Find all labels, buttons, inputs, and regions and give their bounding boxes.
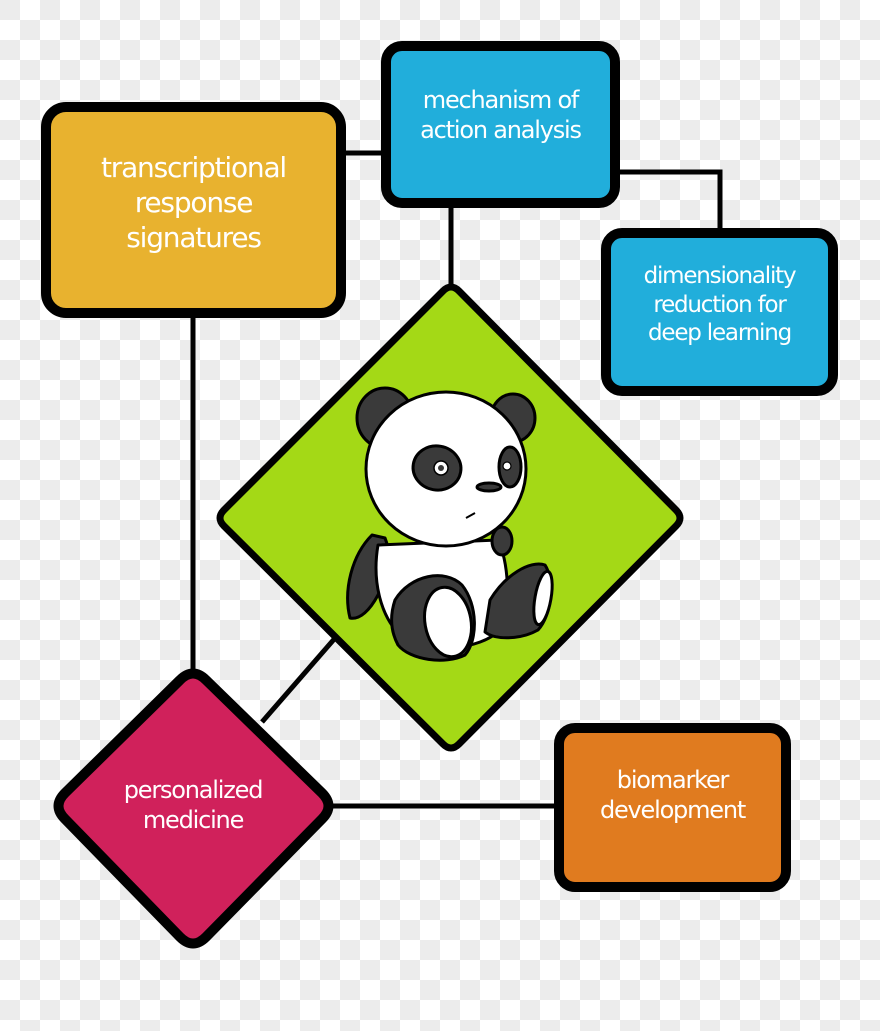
node-personalized-label: personalized medicine — [123, 776, 264, 834]
connector-panda-personalized — [260, 635, 338, 724]
node-dimensionality-box[interactable] — [601, 228, 838, 396]
node-biomarker-box[interactable] — [554, 723, 791, 892]
connector-mechanism-dimensionality — [614, 169, 723, 234]
node-transcriptional-box[interactable] — [41, 102, 346, 318]
node-transcriptional-label: transcriptional response signatures — [100, 150, 287, 254]
connectors — [190, 150, 723, 809]
node-personalized-diamond[interactable] — [53, 668, 334, 949]
node-mechanism-box[interactable] — [381, 41, 620, 208]
node-biomarker-label: biomarker development — [599, 766, 746, 824]
panda-icon — [346, 386, 554, 662]
node-mechanism-label: mechanism of action analysis — [420, 86, 582, 144]
node-dimensionality-label: dimensionality reduction for deep learni… — [643, 262, 797, 347]
